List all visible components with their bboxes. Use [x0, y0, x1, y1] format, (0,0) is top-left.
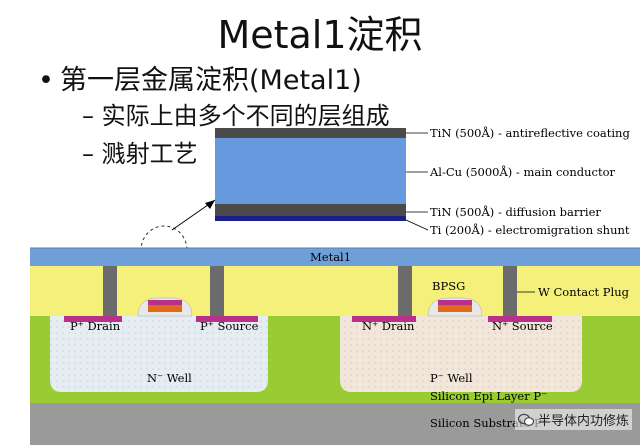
- gate-left: [137, 297, 193, 317]
- gate-right: [427, 297, 483, 317]
- watermark-text: 半导体内功修炼: [537, 414, 629, 429]
- w-plug: [103, 266, 117, 316]
- label-n-well: N⁻ Well: [147, 371, 192, 385]
- w-plug: [503, 266, 517, 316]
- label-metal1: Metal1: [310, 250, 352, 264]
- field-oxide: [574, 316, 640, 336]
- stack-tin-top: [215, 128, 406, 138]
- page-title: Metal1淀积: [217, 13, 423, 57]
- n-well: [50, 316, 268, 392]
- stack-ti: [215, 216, 406, 221]
- arrow-head-icon: [205, 200, 215, 209]
- field-oxide: [262, 316, 346, 336]
- label-p-source: P⁺ Source: [200, 319, 259, 333]
- p-source-implant: [196, 316, 258, 322]
- label-n-drain: N⁺ Drain: [362, 319, 415, 333]
- metal-stack: [215, 128, 429, 231]
- w-plug: [398, 266, 412, 316]
- metal1-layer: [30, 248, 640, 266]
- n-drain-implant: [352, 316, 416, 322]
- bullet-main: •第一层金属淀积(Metal1): [38, 58, 362, 97]
- dash-icon: –: [82, 102, 102, 130]
- bullet-dot-icon: •: [38, 65, 54, 96]
- w-plug: [210, 266, 224, 316]
- label-p-drain: P⁺ Drain: [70, 319, 121, 333]
- wechat-icon: [517, 413, 534, 426]
- label-alcu: Al-Cu (5000Å) - main conductor: [430, 165, 615, 179]
- label-n-source: N⁺ Source: [492, 319, 553, 333]
- watermark: 半导体内功修炼: [514, 409, 632, 430]
- label-bpsg: BPSG: [432, 279, 466, 293]
- label-ti: Ti (200Å) - electromigration shunt: [430, 223, 630, 237]
- leader-line: [405, 219, 429, 231]
- stack-tin-bottom: [215, 204, 406, 216]
- stack-alcu: [215, 138, 406, 204]
- bpsg-layer: [30, 266, 640, 316]
- dash-icon: –: [82, 140, 102, 168]
- label-p-well: P⁻ Well: [430, 371, 473, 385]
- bullet-sub-2: – 溅射工艺: [82, 134, 198, 169]
- bullet-main-text: 第一层金属淀积(Metal1): [60, 65, 362, 96]
- bullet-sub-1: – 实际上由多个不同的层组成: [82, 96, 390, 131]
- p-drain-implant: [64, 316, 122, 322]
- p-well: [340, 316, 582, 392]
- label-tin-top: TiN (500Å) - antireflective coating: [430, 126, 630, 140]
- bullet-sub-2-text: 溅射工艺: [101, 140, 198, 168]
- label-contact-plug: W Contact Plug: [538, 285, 629, 299]
- n-source-implant: [488, 316, 552, 322]
- label-tin-bottom: TiN (500Å) - diffusion barrier: [430, 205, 601, 219]
- bullet-sub-1-text: 实际上由多个不同的层组成: [101, 102, 390, 130]
- label-epi-layer: Silicon Epi Layer P⁻: [430, 389, 548, 403]
